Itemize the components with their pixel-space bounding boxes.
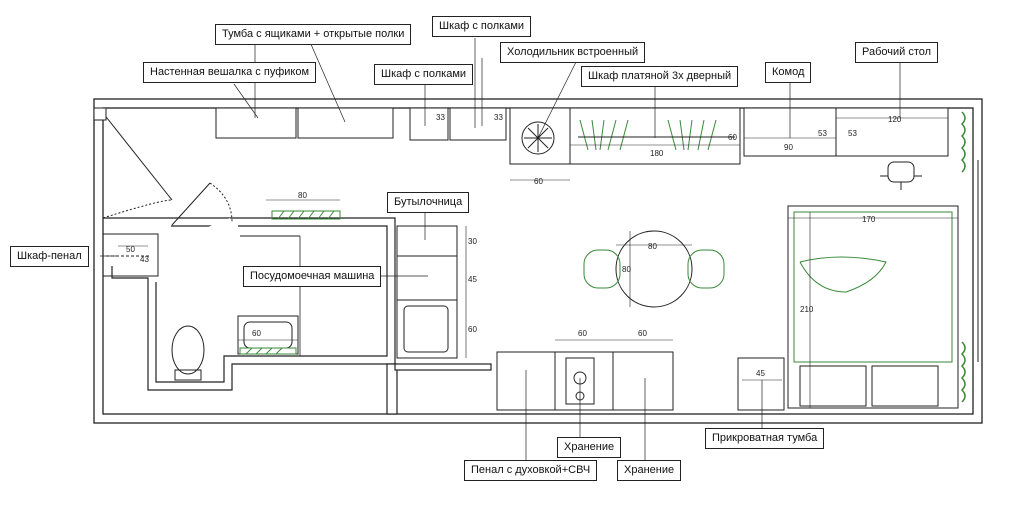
dim-60-fridge: 60: [534, 177, 543, 186]
dim-60-oven: 60: [578, 329, 587, 338]
desk-chair: [880, 161, 922, 190]
label-hranenie-1: Хранение: [557, 437, 622, 458]
entrance-door: [93, 107, 173, 219]
dim-180: 180: [650, 149, 664, 158]
label-butylochnica: Бутылочница: [387, 192, 470, 213]
bathroom-walls: [103, 217, 492, 415]
dim-53b: 53: [848, 129, 857, 138]
dimension-lines: [118, 117, 958, 408]
toilet: [171, 325, 205, 381]
label-komod: Комод: [765, 62, 812, 83]
dim-45-kitchen: 45: [468, 275, 477, 284]
nightstand: [737, 357, 785, 411]
dim-210: 210: [800, 305, 814, 314]
dining-table: [583, 230, 725, 308]
dim-60-store: 60: [638, 329, 647, 338]
dim-30: 30: [468, 237, 477, 246]
label-penal-duhovka: Пенал с духовкой+СВЧ: [464, 460, 598, 481]
label-tumba: Тумба с ящиками + открытые полки: [215, 24, 412, 45]
bathroom-door: [171, 182, 233, 226]
label-hranenie-2: Хранение: [617, 460, 682, 481]
label-shkaf-polki: Шкаф с полками: [374, 64, 474, 85]
label-nastennaya: Настенная вешалка с пуфиком: [143, 62, 317, 83]
label-shkaf-polki-top: Шкаф с полками: [432, 16, 532, 37]
dim-45-night: 45: [756, 369, 765, 378]
leader-lines: [100, 38, 901, 462]
dim-60-wardrobe: 60: [728, 133, 737, 142]
dim-43: 43: [140, 255, 149, 264]
dim-80-table-h: 80: [648, 242, 657, 251]
label-shkaf-platyanoy: Шкаф платяной 3х дверный: [581, 66, 739, 87]
dim-170: 170: [862, 215, 876, 224]
dim-80-bath: 80: [298, 191, 307, 200]
plants: [960, 111, 966, 403]
label-rabochiy-stol: Рабочий стол: [855, 42, 939, 63]
label-prikrovatnaya: Прикроватная тумба: [705, 428, 825, 449]
towel-rail: [271, 210, 341, 220]
dim-60-wc: 60: [252, 329, 261, 338]
label-holodilnik: Холодильник встроенный: [500, 42, 646, 63]
bottom-units: [496, 351, 674, 411]
wardrobe-hangers: [578, 119, 735, 151]
dim-50: 50: [126, 245, 135, 254]
dim-80-table-v: 80: [622, 265, 631, 274]
window: [977, 160, 983, 362]
dim-90: 90: [784, 143, 793, 152]
dim-53a: 53: [818, 129, 827, 138]
dim-120: 120: [888, 115, 902, 124]
dim-33b: 33: [494, 113, 503, 122]
top-furniture: [215, 107, 949, 165]
dim-60-sink: 60: [468, 325, 477, 334]
label-shkaf-penal: Шкаф-пенал: [10, 246, 89, 267]
kitchen-column: [396, 225, 458, 359]
bed: [787, 205, 959, 409]
dim-33a: 33: [436, 113, 445, 122]
bath-towel-rail: [239, 347, 297, 355]
label-posudomoechnaya: Посудомоечная машина: [243, 266, 382, 287]
